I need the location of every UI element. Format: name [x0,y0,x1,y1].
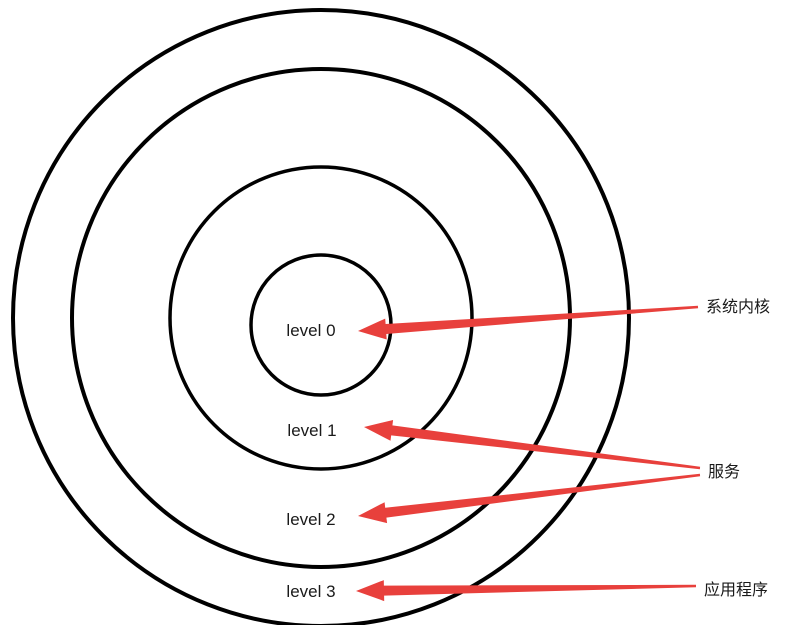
ring-label-level-1: level 1 [287,421,336,440]
annotation-arrow-applications [356,580,696,602]
annotation-label-applications: 应用程序 [704,580,768,599]
ring-label-level-3: level 3 [286,582,335,601]
annotation-arrow-services-1 [358,473,701,524]
annotation-label-kernel: 系统内核 [706,298,770,316]
ring-label-level-2: level 2 [286,510,335,529]
annotation-label-services: 服务 [708,463,740,481]
level-3-ring [11,8,631,625]
annotation-arrow-services-0 [364,420,701,470]
level-1-ring [168,165,474,471]
ring-label-level-0: level 0 [286,321,335,340]
annotation-arrow-kernel [358,305,699,340]
